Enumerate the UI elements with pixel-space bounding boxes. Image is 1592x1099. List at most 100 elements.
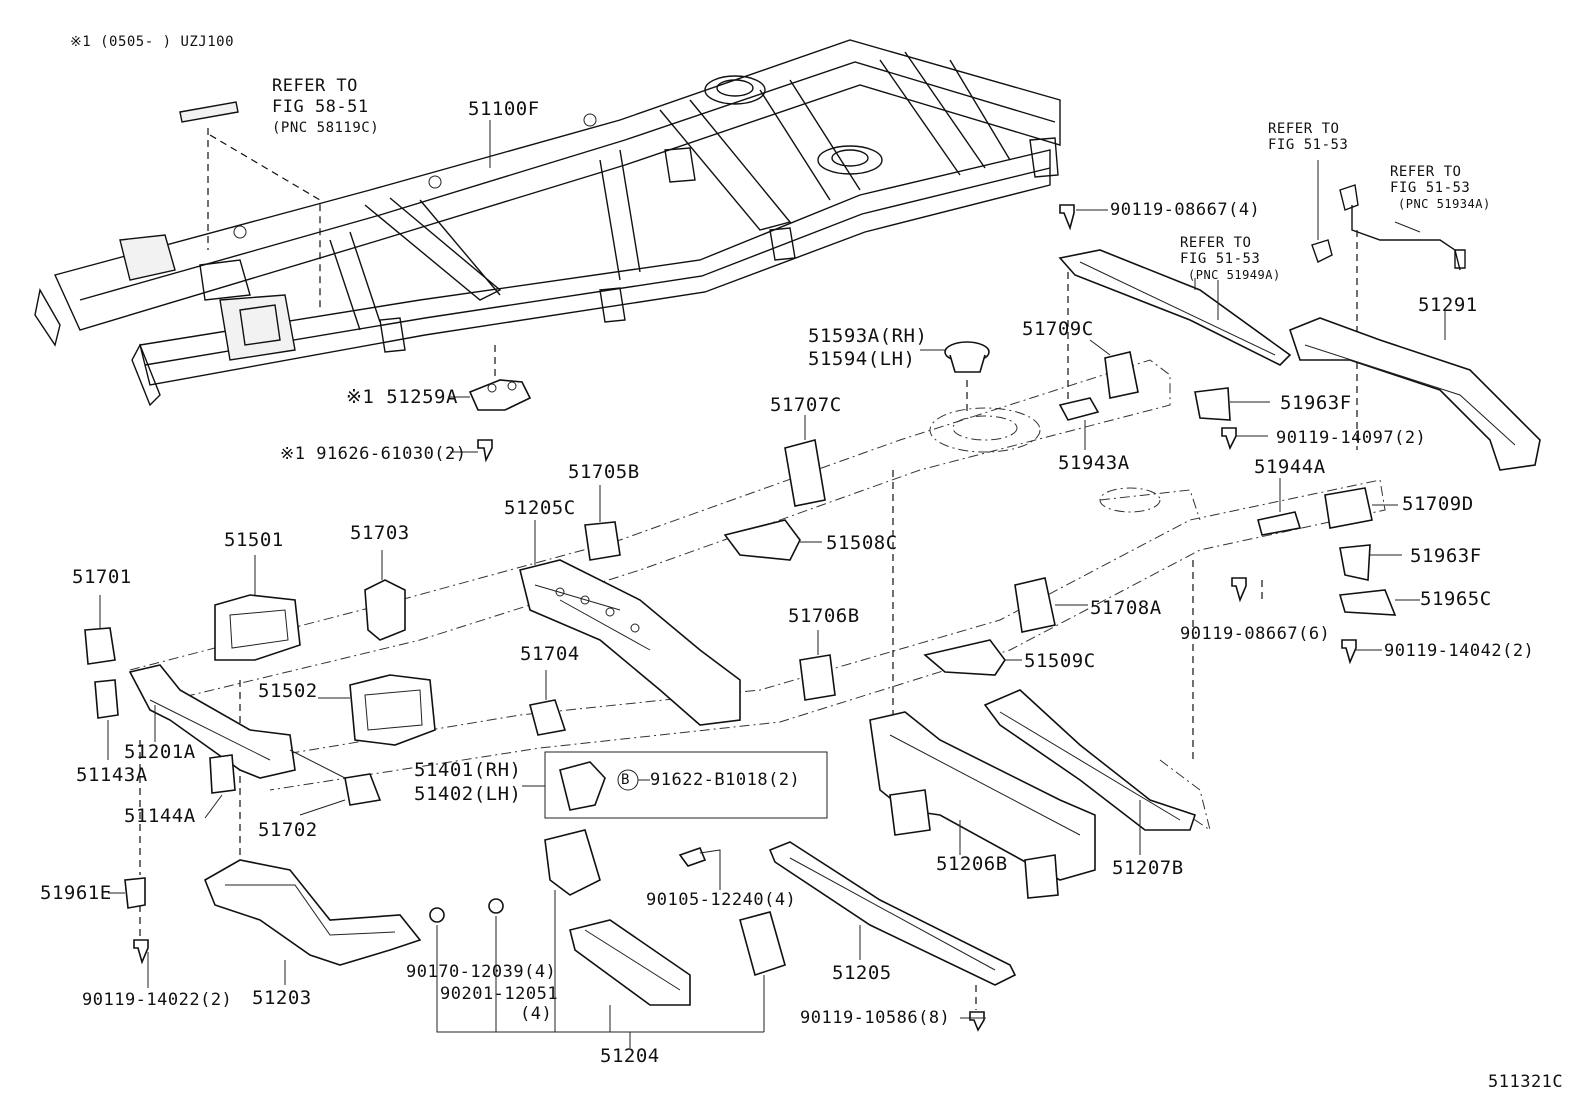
part-51144a-shape (209, 754, 236, 794)
part-51961e-shape (124, 877, 146, 909)
label-51705b: 51705B (568, 461, 640, 483)
part-51207b-shape (983, 689, 1197, 831)
part-51706b-shape (799, 654, 836, 701)
ref-fig5153a-line2: FIG 51-53 (1268, 137, 1349, 153)
label-51201a: 51201A (124, 741, 196, 763)
label-51594: 51594(LH) (808, 348, 916, 370)
label-51259a: ※1 51259A (346, 386, 458, 408)
label-51502: 51502 (258, 680, 318, 702)
label-90105-12240: 90105-12240(4) (646, 890, 797, 910)
part-51401-shape (559, 761, 606, 811)
label-51702: 51702 (258, 819, 318, 841)
label-90119-14022: 90119-14022(2) (82, 990, 233, 1010)
exploded-frame-illustration (129, 230, 1386, 945)
part-51204-bracket-left (544, 829, 601, 896)
ref-fig5153b-line3: (PNC 51934A) (1398, 197, 1491, 211)
ref-fig5851-line3: (PNC 58119C) (272, 120, 380, 136)
ref-fig5851-line1: REFER TO (272, 76, 358, 96)
part-51205c-shape (519, 559, 741, 726)
label-51708a: 51708A (1090, 597, 1162, 619)
assembled-frame-illustration (34, 39, 1061, 407)
ref-fig5153a-line1: REFER TO (1268, 121, 1340, 137)
label-51963f-lower: 51963F (1410, 545, 1482, 567)
part-51204-crossbar (569, 919, 691, 1006)
part-51501-shape (214, 594, 301, 661)
label-90119-14097: 90119-14097(2) (1276, 428, 1427, 448)
ref-fig5153c-line1: REFER TO (1180, 235, 1252, 251)
part-51703-shape (364, 579, 406, 641)
label-51204: 51204 (600, 1045, 660, 1067)
ref-fig5153b-line1: REFER TO (1390, 164, 1462, 180)
label-51100f: 51100F (468, 98, 540, 120)
label-51144a: 51144A (124, 805, 196, 827)
label-51205c: 51205C (504, 497, 576, 519)
part-51963f-upper-shape (1194, 387, 1231, 421)
part-51705b-shape (584, 521, 621, 561)
bolt-b-marker: B (621, 772, 630, 788)
label-51943a: 51943A (1058, 452, 1130, 474)
label-51509c: 51509C (1024, 650, 1096, 672)
label-51401: 51401(RH) (414, 759, 522, 781)
part-51708a-shape (1014, 577, 1056, 633)
label-51508c: 51508C (826, 532, 898, 554)
label-91622-b1018: 91622-B1018(2) (650, 770, 801, 790)
part-51965c-shape (1338, 589, 1397, 616)
label-90119-08667-6: 90119-08667(6) (1180, 624, 1331, 644)
label-51205: 51205 (832, 962, 892, 984)
part-51944a-shape (1257, 511, 1302, 536)
bolt-shapes (133, 204, 1357, 1032)
part-51509c-shape (923, 639, 1006, 676)
ref-pad-58119c (179, 101, 239, 123)
label-51963f-upper: 51963F (1280, 392, 1352, 414)
part-51508c-shape (723, 519, 801, 561)
part-51702-shape (344, 773, 382, 806)
label-51704: 51704 (520, 643, 580, 665)
label-51501: 51501 (224, 529, 284, 551)
label-90201-12051: 90201-12051 (440, 984, 559, 1004)
label-90119-14042: 90119-14042(2) (1384, 641, 1535, 661)
inset-box-51401 (544, 751, 828, 819)
part-51204-bracket-right (739, 911, 786, 977)
label-51402: 51402(LH) (414, 783, 522, 805)
part-51943a-shape (1058, 397, 1100, 421)
part-51704-shape (529, 699, 567, 736)
part-51201a-shape (128, 664, 296, 779)
label-51965c: 51965C (1420, 588, 1492, 610)
label-51291: 51291 (1418, 294, 1478, 316)
diagram-id: 511321C (1488, 1072, 1564, 1092)
label-51709c: 51709C (1022, 318, 1094, 340)
header-note: ※1 (0505- ) UZJ100 (70, 34, 235, 50)
label-51143a: 51143A (76, 764, 148, 786)
part-51259a-shape (468, 379, 532, 411)
part-51203-shape (203, 859, 422, 966)
label-51207b: 51207B (1112, 857, 1184, 879)
label-51701: 51701 (72, 566, 132, 588)
label-51961e: 51961E (40, 882, 112, 904)
label-51707c: 51707C (770, 394, 842, 416)
label-90119-10586: 90119-10586(8) (800, 1008, 951, 1028)
label-51944a: 51944A (1254, 456, 1326, 478)
part-51707c-shape (784, 439, 826, 507)
part-51709c-shape (1104, 351, 1139, 399)
label-90170-12039: 90170-12039(4) (406, 962, 557, 982)
label-90119-08667-4: 90119-08667(4) (1110, 200, 1261, 220)
part-51709d-shape (1324, 487, 1373, 529)
label-51709d: 51709D (1402, 493, 1474, 515)
part-51963f-lower-shape (1339, 544, 1371, 581)
ref-fig5153c-line2: FIG 51-53 (1180, 251, 1261, 267)
label-51703: 51703 (350, 522, 410, 544)
label-51593a: 51593A(RH) (808, 325, 928, 347)
label-91626-61030: ※1 91626-61030(2) (280, 444, 467, 464)
label-51206b: 51206B (936, 853, 1008, 875)
part-51502-shape (349, 674, 436, 746)
ref-fig5153b-line2: FIG 51-53 (1390, 180, 1471, 196)
part-51701-shape (84, 627, 116, 665)
ref-fig5153c-line3: (PNC 51949A) (1188, 268, 1281, 282)
label-51706b: 51706B (788, 605, 860, 627)
label-90201-qty: (4) (520, 1004, 553, 1024)
part-51143a-shape (94, 679, 119, 719)
ref-fig5851-line2: FIG 58-51 (272, 97, 369, 117)
label-51203: 51203 (252, 987, 312, 1009)
